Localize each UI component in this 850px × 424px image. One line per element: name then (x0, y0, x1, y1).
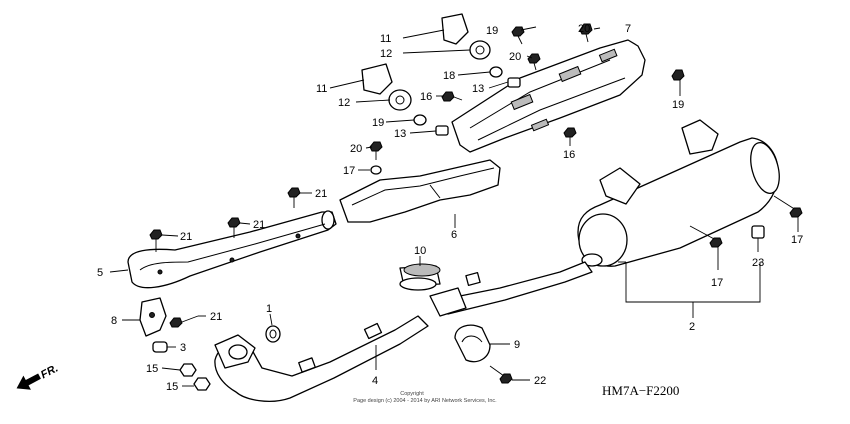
callout-8: 8 (111, 315, 117, 327)
callout-9: 9 (514, 339, 520, 351)
callout-2: 2 (689, 321, 695, 333)
front-direction-indicator: FR. (16, 362, 60, 390)
callout-20-a: 19 (486, 25, 498, 37)
callout-15-b: 15 (166, 381, 178, 393)
bolt-23[interactable] (489, 365, 513, 384)
bolt-20-c[interactable] (527, 53, 541, 71)
callout-17-a: 17 (711, 277, 723, 289)
callout-18: 17 (343, 165, 355, 177)
part-19-washer-lower[interactable] (413, 114, 427, 126)
bolt-16-a[interactable] (441, 91, 463, 102)
copyright-line-2: Page design (c) 2004 - 2014 by ARI Netwo… (353, 398, 497, 404)
callout-7: 7 (625, 23, 631, 35)
part-4-exhaust-pipe[interactable] (214, 315, 429, 402)
nut-15-a[interactable] (179, 363, 197, 377)
callout-5: 5 (97, 267, 103, 279)
part-3-collar[interactable] (152, 341, 168, 353)
callout-13-upper: 13 (472, 83, 484, 95)
cap-14[interactable] (751, 225, 765, 239)
callout-12-lower: 12 (338, 97, 350, 109)
bolt-20-d[interactable] (671, 69, 685, 81)
callout-19-lower: 19 (372, 117, 384, 129)
copyright-line-1: Copyright (400, 391, 424, 397)
part-11-mount-bracket-lower[interactable] (361, 63, 393, 95)
callout-3: 3 (180, 342, 186, 354)
callout-21-c: 21 (253, 219, 265, 231)
callout-16-b: 16 (563, 149, 575, 161)
callout-15-a: 15 (146, 363, 158, 375)
front-arrow-icon (16, 373, 41, 390)
callout-1: 1 (266, 303, 272, 315)
part-2-muffler[interactable] (577, 119, 784, 267)
callout-20-b: 20 (578, 23, 590, 35)
part-8-bracket[interactable] (139, 297, 167, 337)
callout-23: 22 (534, 375, 546, 387)
callout-11-lower: 11 (316, 83, 327, 95)
callout-6: 6 (451, 229, 457, 241)
part-1-gasket-ring[interactable] (265, 325, 281, 343)
callout-4: 4 (372, 375, 378, 387)
part-13-collar-lower[interactable] (435, 125, 449, 136)
part-12-grommet-lower[interactable] (388, 89, 412, 111)
bolt-21-b[interactable] (287, 187, 301, 208)
callout-21-d: 21 (180, 231, 192, 243)
part-9-clamp[interactable] (454, 324, 491, 363)
callouts: 11 12 11 12 18 19 13 13 16 16 19 20 20 7… (97, 23, 803, 393)
callout-20-c: 20 (509, 51, 521, 63)
bolt-17-b[interactable] (773, 195, 803, 218)
bolt-21-c[interactable] (227, 217, 241, 238)
diagram-code: HM7A−F2200 (602, 383, 679, 398)
callout-21-b: 21 (315, 188, 327, 200)
part-11-mount-bracket-upper[interactable] (441, 13, 469, 45)
callout-19-upper: 18 (443, 70, 455, 82)
callout-21-a: 20 (350, 143, 362, 155)
callout-14: 23 (752, 257, 764, 269)
bolt-20-b[interactable] (579, 23, 593, 43)
washer-18[interactable] (370, 165, 382, 175)
part-6-lower-heat-shield[interactable] (339, 159, 501, 223)
callout-17-b: 17 (791, 234, 803, 246)
callout-16-a: 16 (420, 91, 432, 103)
bolt-21-a[interactable] (369, 141, 383, 160)
callout-13-lower: 13 (394, 128, 406, 140)
part-connecting-pipe (429, 261, 593, 317)
bolt-22[interactable] (169, 315, 199, 328)
callout-22: 21 (210, 311, 222, 323)
callout-11-upper: 11 (380, 33, 391, 45)
callout-12-upper: 12 (380, 48, 392, 60)
callout-10: 10 (414, 245, 426, 257)
part-13-collar-upper[interactable] (507, 77, 521, 88)
bolt-20-a[interactable] (511, 26, 525, 45)
part-5-pipe-protector[interactable] (127, 210, 337, 289)
part-10-gasket[interactable] (399, 263, 441, 291)
nut-15-b[interactable] (193, 377, 211, 391)
part-19-washer-upper[interactable] (489, 66, 503, 78)
part-7-upper-heat-shield[interactable] (451, 39, 646, 153)
front-label: FR. (39, 362, 60, 381)
leader-lines (109, 26, 799, 387)
callout-20-d: 19 (672, 99, 684, 111)
bolt-21-d[interactable] (149, 229, 163, 252)
bolt-16-b[interactable] (563, 127, 577, 138)
part-12-grommet-upper[interactable] (469, 40, 491, 60)
